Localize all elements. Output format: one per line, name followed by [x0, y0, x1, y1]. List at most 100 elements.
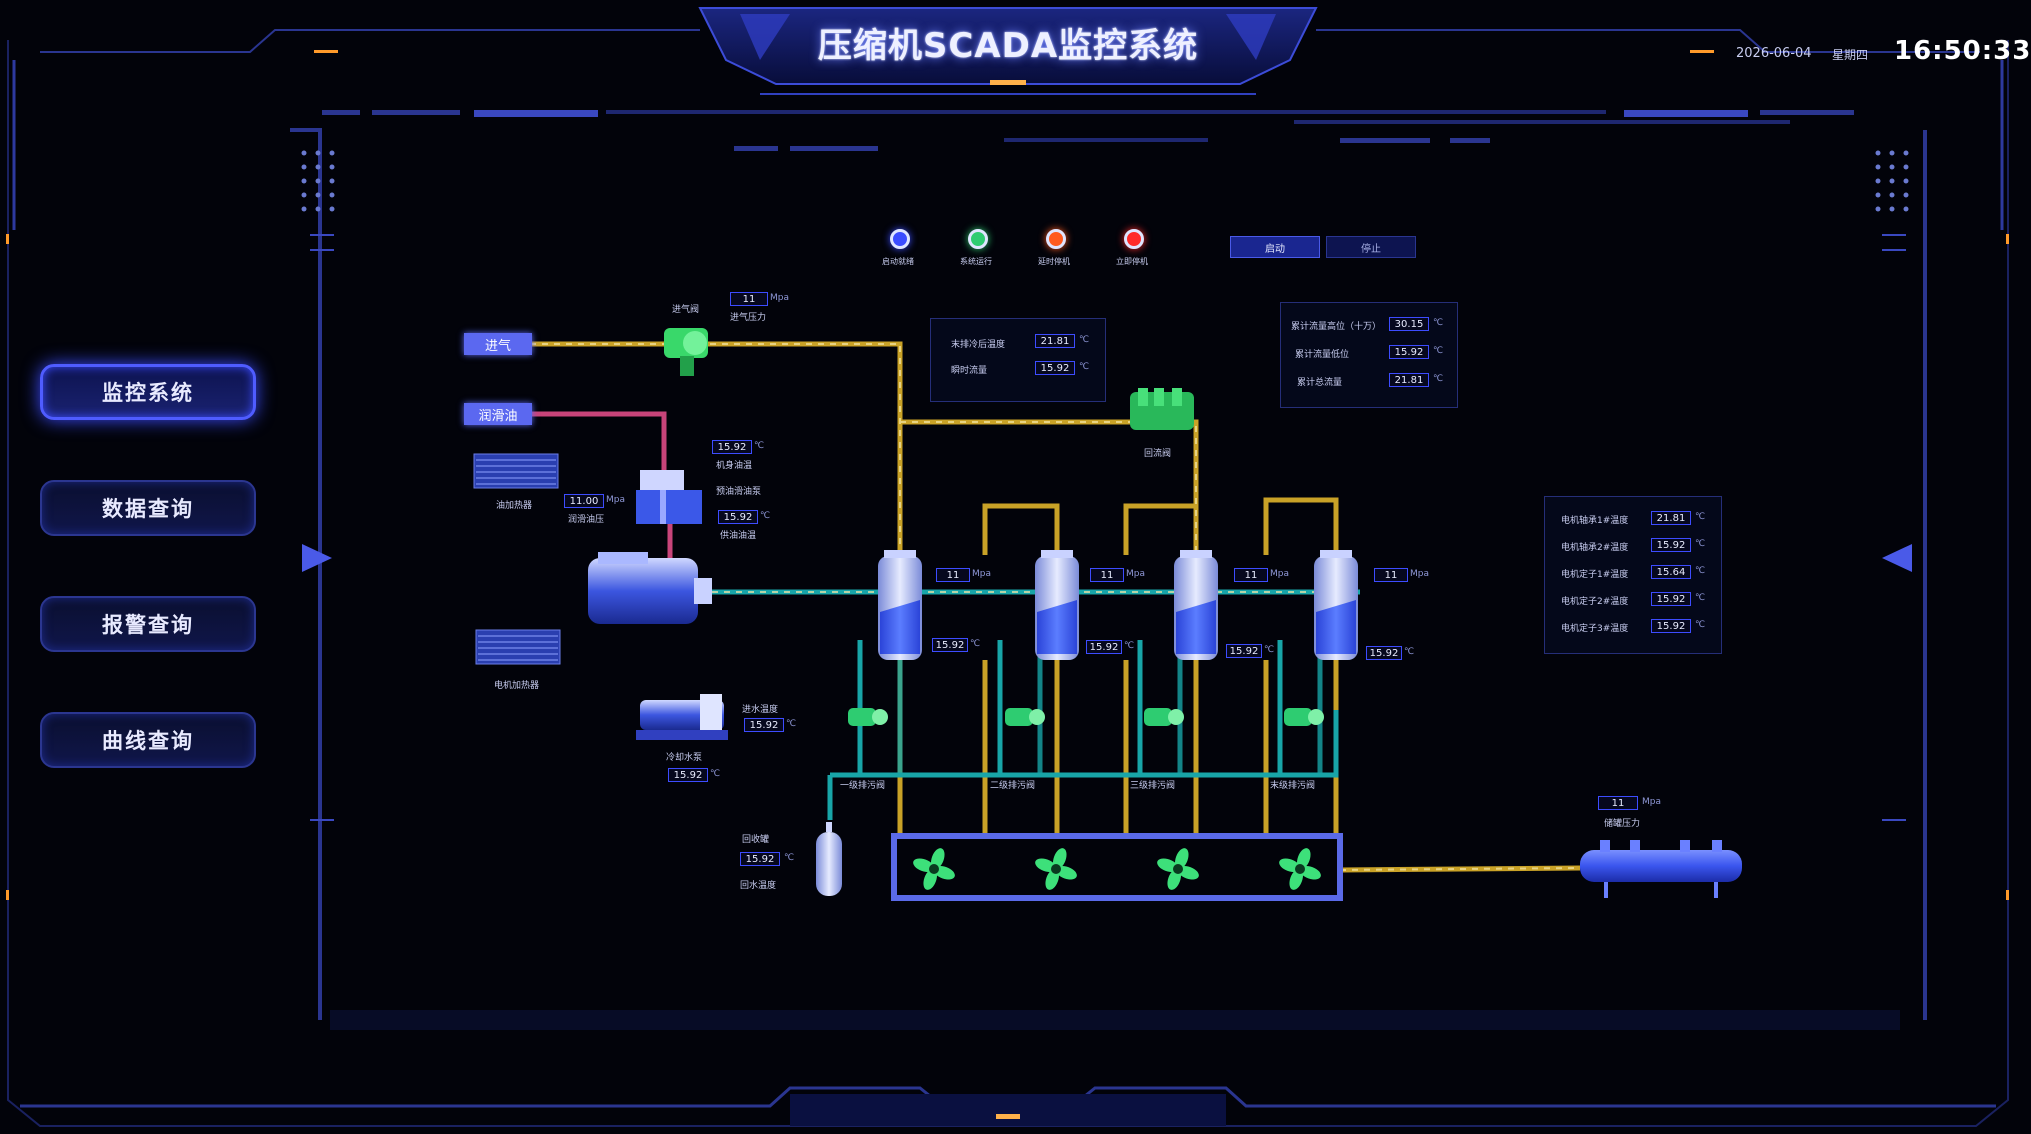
stop-button[interactable]: 停止: [1326, 236, 1416, 258]
info-value: 15.92: [1035, 361, 1075, 375]
oil-heater-icon: [473, 453, 559, 489]
status-lamp-label: 立即停机: [1116, 257, 1148, 266]
nav-label: 数据查询: [102, 497, 194, 521]
info-unit: ℃: [1079, 335, 1090, 345]
recycle-temp-value: 15.92: [740, 852, 780, 866]
info-value: 30.15: [1389, 317, 1429, 331]
stage-temp-unit: ℃: [1124, 641, 1135, 651]
info-label: 瞬时流量: [951, 366, 988, 376]
motor-temp-value: 15.92: [1651, 592, 1691, 606]
stage-temp-unit: ℃: [970, 639, 981, 649]
info-value: 15.92: [1389, 345, 1429, 359]
fan-icon: [913, 848, 955, 890]
drain-valve-icon: [848, 708, 888, 726]
stage-pressure-value: 11: [936, 568, 970, 582]
motor-heater-icon: [475, 629, 561, 665]
status-lamp-label: 延时停机: [1038, 257, 1070, 266]
info-unit: ℃: [1433, 374, 1444, 384]
stage-pressure-value: 11: [1374, 568, 1408, 582]
storage-pressure-value: 11: [1598, 796, 1638, 810]
drain-valve-icon: [1284, 708, 1324, 726]
stage-pressure-unit: Mpa: [1270, 569, 1289, 579]
info-label: 累计流量低位: [1295, 350, 1350, 360]
inlet-pressure-label: 进气压力: [730, 313, 767, 323]
fan-icon: [1035, 848, 1077, 890]
stage-tank-icon: [1284, 550, 1358, 726]
status-lamp-icon: [890, 229, 910, 249]
info-value: 21.81: [1035, 334, 1075, 348]
nav-monitor-button[interactable]: 监控系统: [40, 364, 256, 420]
status-lamp-icon: [1046, 229, 1066, 249]
supply-oil-temp-label: 供油油温: [720, 531, 757, 541]
cooler-box: [891, 833, 1343, 901]
oil-pressure-value: 11.00: [564, 494, 604, 508]
status-lamp-icon: [1124, 229, 1144, 249]
oil-pump-label: 预油滑油泵: [716, 487, 762, 497]
drain-valve-label: 二级排污阀: [990, 781, 1036, 791]
motor-temp-label: 电机定子2#温度: [1561, 597, 1629, 607]
stage-temp-value: 15.92: [1086, 640, 1122, 654]
stage-pressure-value: 11: [1234, 568, 1268, 582]
stage-tank-icon: [1005, 550, 1079, 726]
motor-temp-label: 电机定子1#温度: [1561, 570, 1629, 580]
stage-temp-value: 15.92: [1366, 646, 1402, 660]
motor-temp-unit: ℃: [1695, 566, 1706, 576]
stage-pressure-value: 11: [1090, 568, 1124, 582]
flow-info-panel: 末排冷后温度 21.81 ℃ 瞬时流量 15.92 ℃: [930, 318, 1106, 402]
cooling-inlet-temp-unit: ℃: [786, 719, 797, 729]
weekday-display: 星期四: [1832, 48, 1869, 62]
nav-curve-query-button[interactable]: 曲线查询: [40, 712, 256, 768]
machine-oil-temp-label: 机身油温: [716, 461, 753, 471]
stage-tank-icon: [848, 550, 922, 726]
cumulative-flow-panel: 累计流量高位（十万） 30.15 ℃ 累计流量低位 15.92 ℃ 累计总流量 …: [1280, 302, 1458, 408]
info-unit: ℃: [1433, 318, 1444, 328]
motor-temp-unit: ℃: [1695, 620, 1706, 630]
oil-heater-label: 油加热器: [496, 501, 533, 511]
supply-oil-temp-value: 15.92: [718, 510, 758, 524]
motor-temp-value: 21.81: [1651, 511, 1691, 525]
motor-temp-label: 电机轴承1#温度: [1561, 516, 1629, 526]
status-lamp-label: 启动就绪: [882, 257, 914, 266]
start-button[interactable]: 启动: [1230, 236, 1320, 258]
drain-valve-icon: [1144, 708, 1184, 726]
inlet-valve-icon: [664, 328, 708, 376]
recycle-tank-icon: [816, 822, 842, 896]
info-label: 末排冷后温度: [951, 340, 1006, 350]
nav-label: 监控系统: [102, 381, 194, 405]
motor-temp-label: 电机轴承2#温度: [1561, 543, 1629, 553]
info-unit: ℃: [1433, 346, 1444, 356]
machine-oil-temp-unit: ℃: [754, 441, 765, 451]
return-water-temp-label: 回水温度: [740, 881, 777, 891]
oil-pump-icon: [636, 470, 702, 524]
stage-pressure-unit: Mpa: [1410, 569, 1429, 579]
cooling-inlet-temp-label: 进水温度: [742, 705, 779, 715]
storage-pressure-unit: Mpa: [1642, 797, 1661, 807]
stage-pressure-unit: Mpa: [1126, 569, 1145, 579]
return-valve-label: 回流阀: [1144, 449, 1172, 459]
fan-icon: [1279, 848, 1321, 890]
supply-oil-temp-unit: ℃: [760, 511, 771, 521]
nav-label: 报警查询: [102, 613, 194, 637]
stage-temp-value: 15.92: [1226, 644, 1262, 658]
drain-valve-label: 三级排污阀: [1130, 781, 1176, 791]
info-value: 21.81: [1389, 373, 1429, 387]
nav-alarm-query-button[interactable]: 报警查询: [40, 596, 256, 652]
time-display: 16:50:33: [1894, 36, 2031, 66]
stage-tank-icon: [1144, 550, 1218, 726]
drain-valve-label: 一级排污阀: [840, 781, 886, 791]
cooling-pump-label: 冷却水泵: [666, 753, 703, 763]
motor-temp-unit: ℃: [1695, 539, 1706, 549]
motor-temp-value: 15.92: [1651, 619, 1691, 633]
drain-valve-icon: [1005, 708, 1045, 726]
cooling-pump-temp-unit: ℃: [710, 769, 721, 779]
date-display: 2026-06-04: [1736, 46, 1812, 61]
storage-pressure-label: 储罐压力: [1604, 819, 1641, 829]
nav-label: 曲线查询: [102, 729, 194, 753]
lube-oil-tag: 润滑油: [464, 403, 532, 425]
nav-data-query-button[interactable]: 数据查询: [40, 480, 256, 536]
info-unit: ℃: [1079, 362, 1090, 372]
stage-temp-unit: ℃: [1264, 645, 1275, 655]
status-lamp-label: 系统运行: [960, 257, 992, 266]
